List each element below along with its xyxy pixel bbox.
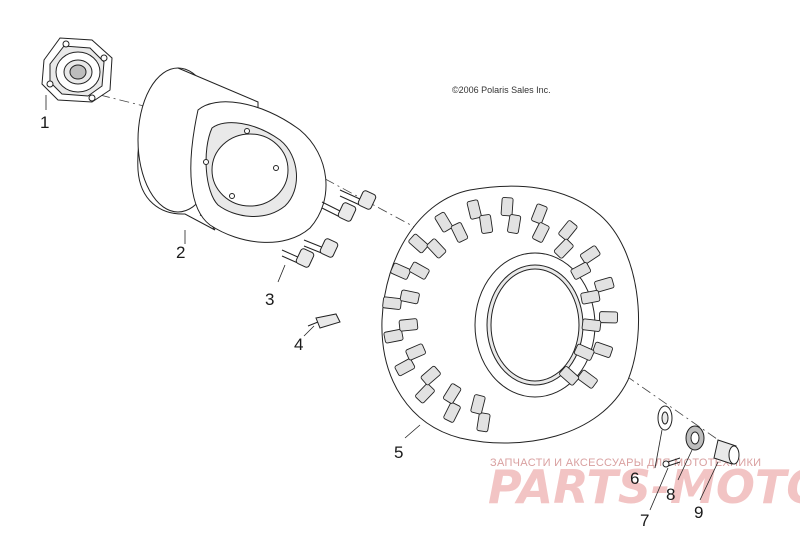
callout-3: 3	[265, 290, 274, 309]
tread-lug	[581, 318, 602, 332]
tread-lug	[415, 383, 435, 404]
callout-1: 1	[40, 113, 49, 132]
tread-lug	[398, 318, 419, 332]
callout-2: 2	[176, 243, 185, 262]
watermark-tagline: ЗАПЧАСТИ И АКСЕССУАРЫ ДЛЯ МОТОТЕХНИКИ	[490, 457, 761, 469]
tread-lug	[507, 214, 522, 234]
leader-line-7	[649, 467, 669, 511]
lug-bolts	[281, 189, 377, 268]
tire-tread-lugs	[382, 196, 619, 433]
tread-lug	[531, 203, 548, 225]
tread-lug	[383, 328, 404, 344]
leader-line-6	[654, 429, 663, 469]
leader-line-4	[303, 325, 315, 337]
axle-cap-part	[713, 439, 740, 465]
tread-lug	[443, 383, 462, 404]
leader-line-5	[404, 424, 421, 439]
tread-lug	[577, 369, 598, 389]
callout-7: 7	[640, 511, 649, 530]
callout-6: 6	[630, 469, 639, 488]
tread-lug	[426, 238, 447, 259]
tread-lug	[580, 290, 601, 305]
tread-lug	[382, 296, 402, 310]
copyright-notice: ©2006 Polaris Sales Inc.	[452, 85, 551, 95]
tread-lug	[594, 276, 615, 293]
castle-nut-part	[685, 425, 705, 451]
tread-lug	[598, 311, 619, 324]
leader-line-3	[277, 264, 286, 283]
tread-lug	[466, 199, 482, 220]
callout-4: 4	[294, 335, 303, 354]
rim-part	[137, 67, 327, 243]
lug-bolt	[321, 201, 357, 222]
leader-line-8	[677, 449, 693, 481]
tread-lug	[408, 233, 429, 254]
tread-lug	[394, 358, 416, 377]
tread-lug	[405, 343, 426, 361]
tread-lug	[573, 343, 595, 361]
leader-line-9	[699, 461, 719, 501]
tread-lug	[450, 222, 469, 243]
tread-lug	[420, 365, 441, 386]
hub-part	[41, 37, 113, 103]
tread-lug	[479, 214, 494, 234]
tread-lug	[570, 262, 592, 280]
tread-lug	[553, 238, 574, 259]
tread-lug	[409, 261, 430, 280]
tread-lug	[580, 245, 601, 264]
watermark: PARTS-MOTO.RU ЗАПЧАСТИ И АКСЕССУАРЫ ДЛЯ …	[488, 457, 800, 514]
lug-bolt	[303, 238, 339, 258]
tread-lug	[390, 262, 411, 280]
tread-lug	[476, 412, 491, 433]
tread-lug	[500, 196, 514, 217]
washer-part	[657, 405, 673, 431]
tread-lug	[559, 366, 580, 386]
tread-lug	[434, 211, 453, 233]
tread-lug	[592, 341, 613, 358]
tread-lug	[470, 394, 486, 415]
tread-lug	[532, 222, 550, 243]
callout-5: 5	[394, 443, 403, 462]
callout-8: 8	[666, 485, 675, 504]
callout-9: 9	[694, 503, 703, 522]
tread-lug	[558, 220, 578, 241]
lug-bolt	[339, 189, 377, 210]
valve-stem-part	[307, 313, 341, 329]
cotter-pin-part	[662, 457, 681, 468]
lug-bolt	[281, 248, 315, 268]
watermark-site: PARTS-MOTO.RU	[488, 460, 800, 514]
tread-lug	[443, 402, 461, 423]
tread-lug	[399, 289, 420, 305]
